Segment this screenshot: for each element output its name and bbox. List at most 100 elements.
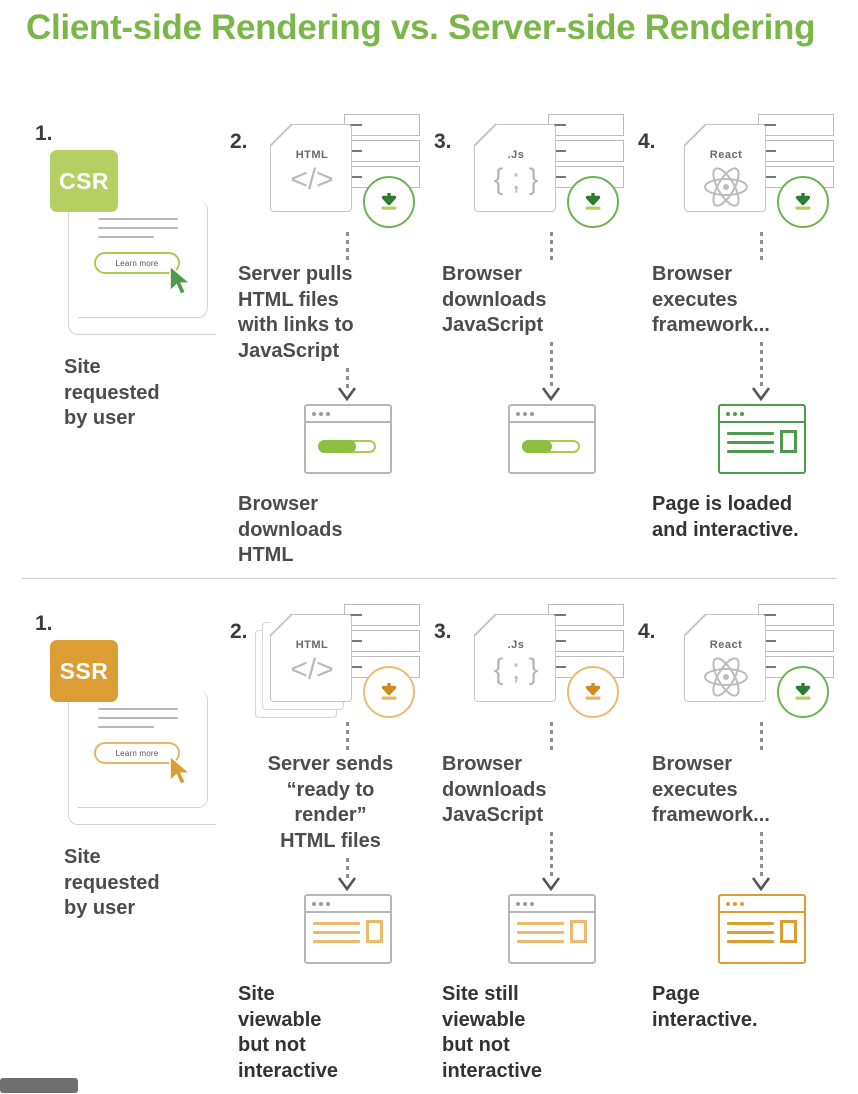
card-backsheet-2 — [78, 200, 208, 318]
doc-label: HTML — [295, 639, 329, 651]
caption-ssr-4-result: Page interactive. — [652, 983, 758, 1031]
connector-dots — [550, 232, 553, 262]
connector-dots — [550, 722, 553, 752]
step-number: 4. — [638, 130, 656, 153]
caption-csr-2-result: Browser downloads HTML — [238, 493, 343, 567]
doc-label: React — [709, 639, 743, 651]
card-text-lines — [98, 218, 178, 245]
document-icon-js: .Js { ; } — [473, 114, 624, 229]
caption-csr-4-result: Page is loaded and interactive. — [652, 493, 799, 541]
caption-csr-3: Browser downloads JavaScript — [442, 263, 547, 337]
browser-titlebar — [510, 896, 594, 913]
doc-label: .Js — [507, 639, 525, 651]
card-text-lines — [98, 708, 178, 735]
progress-bar — [522, 440, 580, 453]
browser-window-loaded — [718, 404, 806, 474]
browser-window-ssr-interactive — [718, 894, 806, 964]
arrow-down-icon — [337, 386, 357, 407]
learn-more-button-ssr[interactable]: Learn more — [94, 742, 180, 764]
braces-glyph-icon: { ; } — [493, 653, 539, 686]
download-badge-icon — [567, 176, 619, 228]
caption-ssr-2: Server sends “ready to render” HTML file… — [267, 753, 394, 852]
site-card-ssr: SSR Learn more — [50, 640, 218, 830]
step-number: 2. — [230, 620, 248, 643]
card-backsheet — [68, 700, 216, 825]
caption-csr-2: Server pulls HTML files with links to Ja… — [238, 263, 354, 362]
progress-bar — [318, 440, 376, 453]
browser-titlebar — [306, 896, 390, 913]
atom-icon — [702, 165, 750, 214]
caption-csr-1: Site requested by user — [64, 356, 160, 430]
doc-sheet: React — [683, 123, 766, 214]
learn-more-button-csr[interactable]: Learn more — [94, 252, 180, 274]
caption-ssr-2-result: Site viewable but not interactive — [238, 983, 339, 1082]
code-glyph-icon: </> — [290, 653, 334, 686]
connector-dots — [760, 232, 763, 262]
braces-glyph-icon: { ; } — [493, 163, 539, 196]
page-title: Client-side Rendering vs. Server-side Re… — [26, 8, 816, 47]
connector-dots — [346, 858, 349, 880]
document-icon-react: React — [683, 114, 834, 229]
bottom-scroll-chip[interactable] — [0, 1078, 78, 1093]
cursor-icon — [168, 754, 198, 792]
caption-ssr-3: Browser downloads JavaScript — [442, 753, 547, 827]
section-ssr: 1. SSR Learn more Site requested by use — [0, 600, 858, 1094]
progress-fill — [522, 440, 552, 453]
download-badge-icon — [777, 176, 829, 228]
page-content-icon — [727, 920, 797, 949]
section-divider — [22, 578, 836, 579]
doc-sheet: HTML </> — [269, 123, 352, 212]
connector-dots — [550, 342, 553, 388]
atom-icon — [702, 655, 750, 704]
page-content-icon — [313, 920, 383, 949]
caption-ssr-3-result: Site still viewable but not interactive — [442, 983, 543, 1082]
connector-dots — [346, 368, 349, 390]
connector-dots — [760, 722, 763, 752]
connector-dots — [760, 832, 763, 878]
doc-list-rows — [344, 604, 420, 682]
step-number: 3. — [434, 130, 452, 153]
doc-sheet: React — [683, 613, 766, 704]
doc-sheet: HTML </> — [269, 613, 352, 702]
page-content-icon — [727, 430, 797, 459]
download-badge-icon — [363, 176, 415, 228]
document-icon-html: HTML </> — [269, 114, 420, 229]
step-number: 4. — [638, 620, 656, 643]
ssr-badge: SSR — [50, 640, 118, 702]
step-number: 2. — [230, 130, 248, 153]
card-backsheet — [68, 210, 216, 335]
download-badge-icon — [363, 666, 415, 718]
connector-dots — [346, 722, 349, 752]
doc-label: React — [709, 149, 743, 161]
step-number: 1. — [35, 122, 53, 145]
connector-dots — [346, 232, 349, 262]
progress-fill — [318, 440, 356, 453]
download-badge-icon — [567, 666, 619, 718]
site-card-csr: CSR Learn more — [50, 150, 218, 340]
step-number: 3. — [434, 620, 452, 643]
step-number: 1. — [35, 612, 53, 635]
browser-titlebar — [720, 896, 804, 913]
browser-titlebar — [720, 406, 804, 423]
caption-ssr-1: Site requested by user — [64, 846, 160, 920]
arrow-down-icon — [541, 386, 561, 407]
doc-list-rows — [758, 114, 834, 192]
arrow-down-icon — [751, 386, 771, 407]
page-content-icon — [517, 920, 587, 949]
card-backsheet-2 — [78, 690, 208, 808]
browser-window-downloading-js — [508, 404, 596, 474]
caption-csr-4: Browser executes framework... — [652, 263, 770, 337]
arrow-down-icon — [337, 876, 357, 897]
connector-dots — [550, 832, 553, 878]
arrow-down-icon — [751, 876, 771, 897]
doc-sheet: .Js { ; } — [473, 123, 556, 212]
section-csr: 1. CSR Learn more Site requested by use — [0, 110, 858, 575]
browser-window-downloading-html — [304, 404, 392, 474]
browser-titlebar — [306, 406, 390, 423]
browser-titlebar — [510, 406, 594, 423]
browser-window-ssr-still-viewable — [508, 894, 596, 964]
doc-label: .Js — [507, 149, 525, 161]
doc-sheet: .Js { ; } — [473, 613, 556, 702]
cursor-icon — [168, 264, 198, 302]
